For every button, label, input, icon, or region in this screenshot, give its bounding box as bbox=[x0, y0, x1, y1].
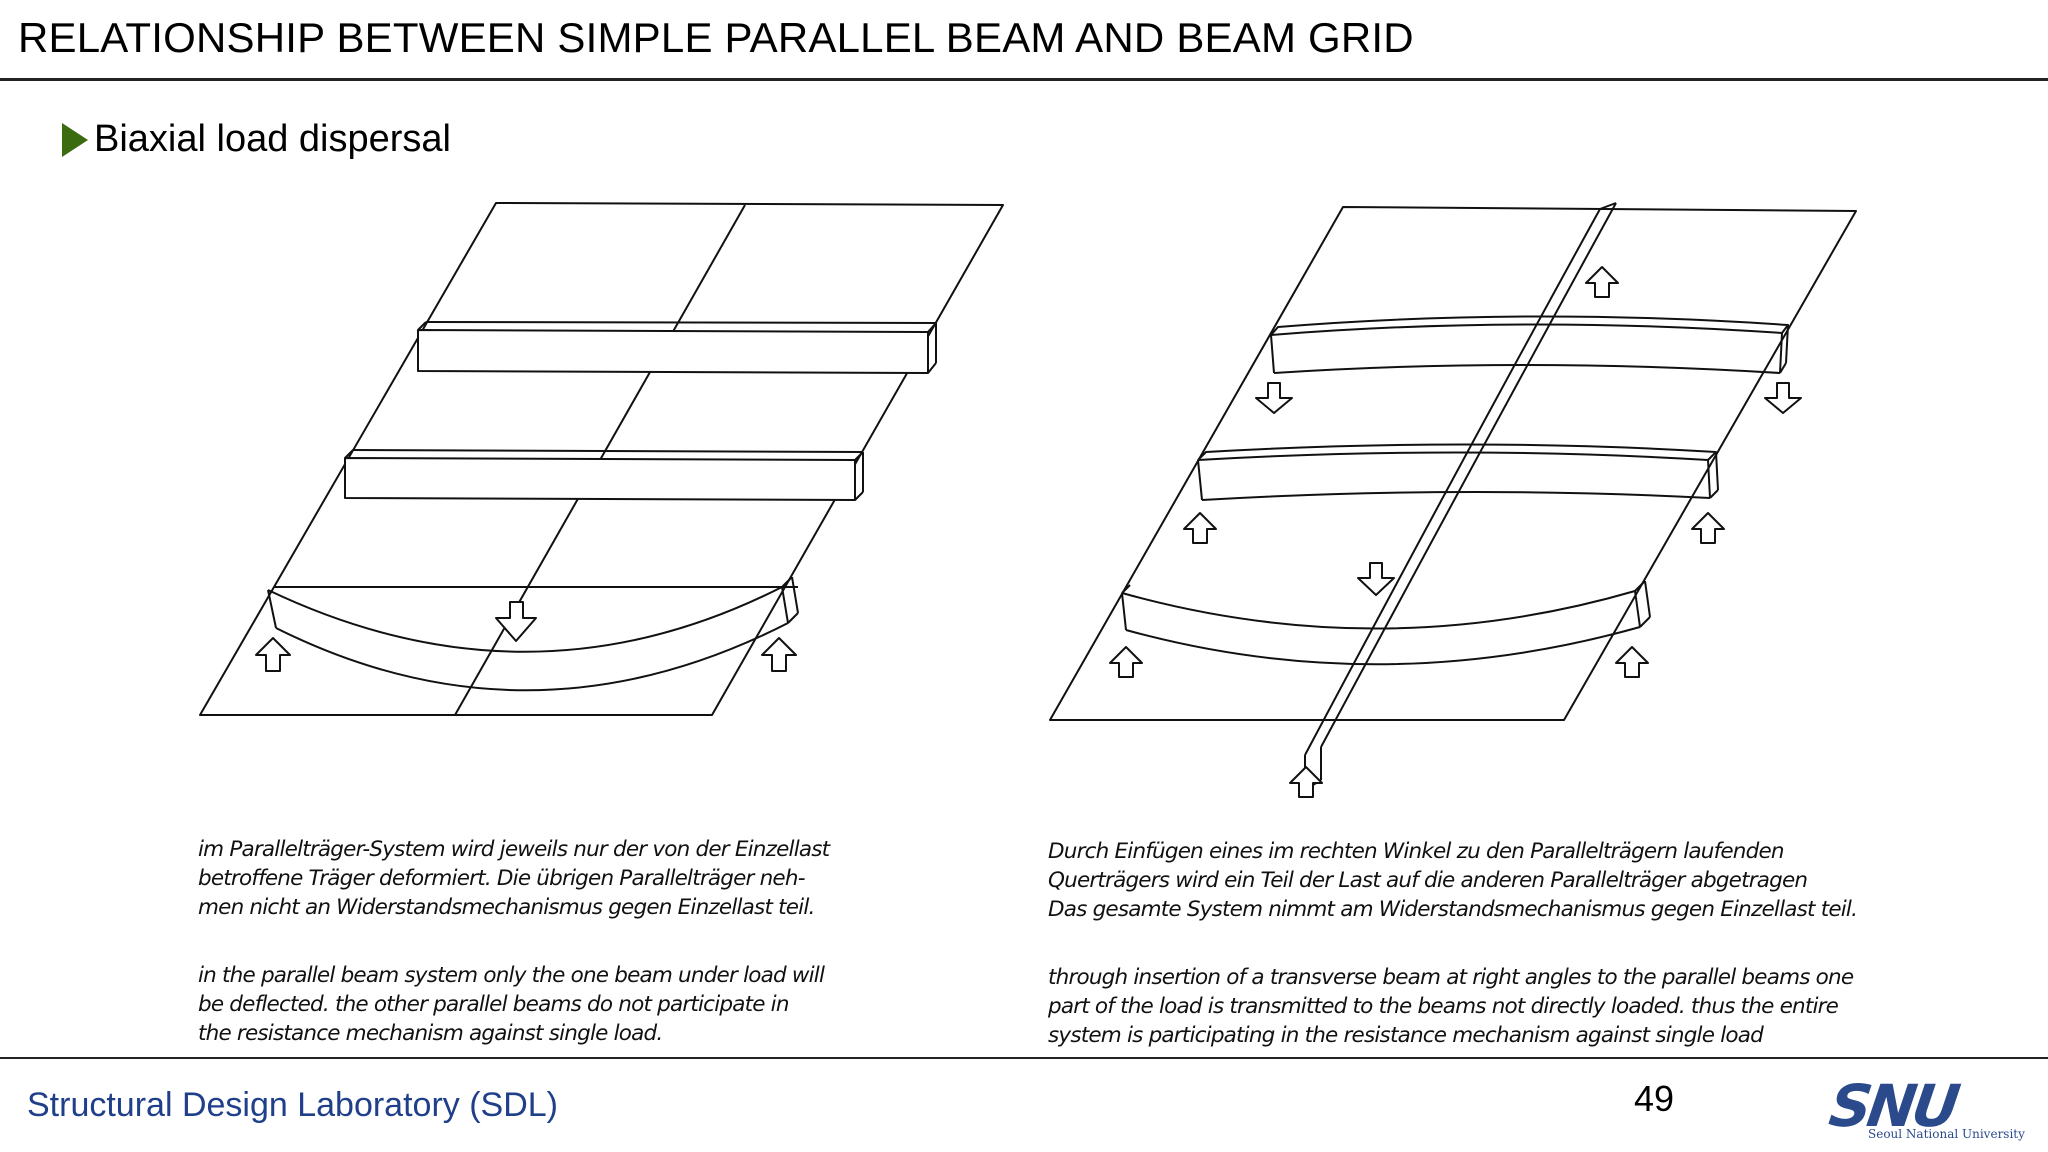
up-arrow-icon bbox=[1289, 766, 1323, 798]
left-caption-german: im Parallelträger-System wird jeweils nu… bbox=[198, 837, 830, 920]
right-caption-english: through insertion of a transverse beam a… bbox=[1048, 965, 1854, 1048]
down-arrow-icon bbox=[495, 601, 537, 642]
down-arrow-icon bbox=[1764, 382, 1802, 414]
grid-beam-middle bbox=[1197, 443, 1719, 501]
left-caption: im Parallelträger-System wird jeweils nu… bbox=[198, 806, 838, 1087]
right-caption: Durch Einfügen eines im rechten Winkel z… bbox=[1048, 808, 1868, 1089]
up-arrow-icon bbox=[1109, 646, 1143, 678]
triangle-right-icon bbox=[62, 122, 88, 157]
footer-divider bbox=[0, 1057, 2048, 1059]
up-arrow-icon bbox=[1691, 512, 1725, 544]
snu-logo-subtitle: Seoul National University bbox=[1868, 1127, 2025, 1141]
bullet-item: Biaxial load dispersal bbox=[62, 118, 451, 161]
up-arrow-icon bbox=[255, 637, 291, 672]
down-arrow-icon bbox=[1357, 562, 1395, 596]
grid-beam-top bbox=[1270, 315, 1789, 374]
left-caption-english: in the parallel beam system only the one… bbox=[198, 963, 825, 1046]
footer-lab-name: Structural Design Laboratory (SDL) bbox=[27, 1086, 559, 1124]
up-arrow-icon bbox=[1615, 646, 1649, 678]
bullet-text: Biaxial load dispersal bbox=[94, 118, 451, 160]
beam-grid-figure bbox=[1049, 202, 1857, 798]
header-divider bbox=[0, 78, 2048, 81]
down-arrow-icon bbox=[1255, 382, 1293, 414]
up-arrow-icon bbox=[761, 637, 797, 672]
slide-title: RELATIONSHIP BETWEEN SIMPLE PARALLEL BEA… bbox=[18, 14, 1414, 61]
right-caption-german: Durch Einfügen eines im rechten Winkel z… bbox=[1048, 839, 1858, 922]
beam-top bbox=[417, 321, 937, 374]
up-arrow-icon bbox=[1183, 512, 1217, 544]
grid-beam-bottom bbox=[1121, 580, 1651, 666]
snu-logo: SNU Seoul National University bbox=[1825, 1072, 2036, 1144]
parallel-beam-figure bbox=[199, 202, 1004, 716]
up-arrow-icon bbox=[1585, 266, 1619, 298]
beam-deflected bbox=[267, 576, 799, 692]
page-number: 49 bbox=[1634, 1078, 1675, 1119]
beam-middle bbox=[344, 449, 864, 501]
